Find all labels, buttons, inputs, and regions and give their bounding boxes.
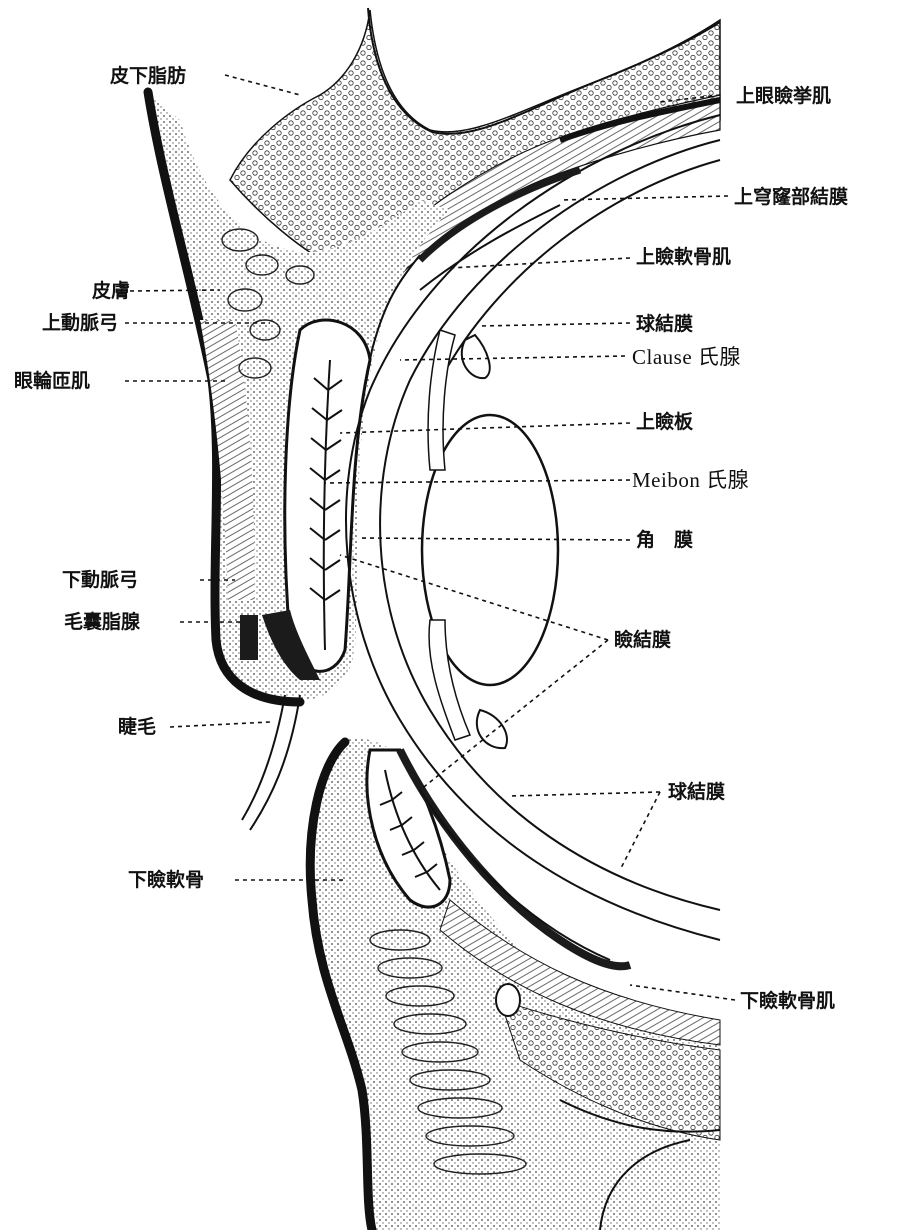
label-lower-tarsus: 下瞼軟骨 <box>128 869 204 891</box>
label-upper-fornix-conjunctiva: 上穹窿部結膜 <box>734 186 848 208</box>
label-upper-arterial-arch: 上動脈弓 <box>42 312 118 334</box>
label-lower-tarsal-muscle: 下瞼軟骨肌 <box>740 990 835 1012</box>
label-bulbar-conjunctiva-lower: 球結膜 <box>668 781 725 803</box>
label-orbicularis: 眼輪匝肌 <box>14 370 90 392</box>
lower-eyelid <box>309 739 720 1230</box>
label-bulbar-conjunctiva-upper: 球結膜 <box>636 313 693 335</box>
label-palpebral-conjunctiva: 瞼結膜 <box>614 629 671 651</box>
label-eyelashes: 睫毛 <box>118 716 156 738</box>
label-upper-tarsal-muscle: 上瞼軟骨肌 <box>636 246 731 268</box>
label-follicle-gland: 毛囊脂腺 <box>64 611 140 633</box>
label-lower-arterial-arch: 下動脈弓 <box>62 569 138 591</box>
label-upper-tarsus: 上瞼板 <box>636 411 693 433</box>
label-krause-gland: Clause 氏腺 <box>632 346 741 368</box>
eyelash-line <box>250 695 300 830</box>
label-levator-palpebrae: 上眼瞼挙肌 <box>736 85 831 107</box>
label-subcutaneous-fat: 皮下脂肪 <box>110 65 186 87</box>
label-cornea: 角 膜 <box>636 529 693 551</box>
label-meibomian-gland: Meibon 氏腺 <box>632 469 749 491</box>
label-skin: 皮膚 <box>92 280 130 302</box>
